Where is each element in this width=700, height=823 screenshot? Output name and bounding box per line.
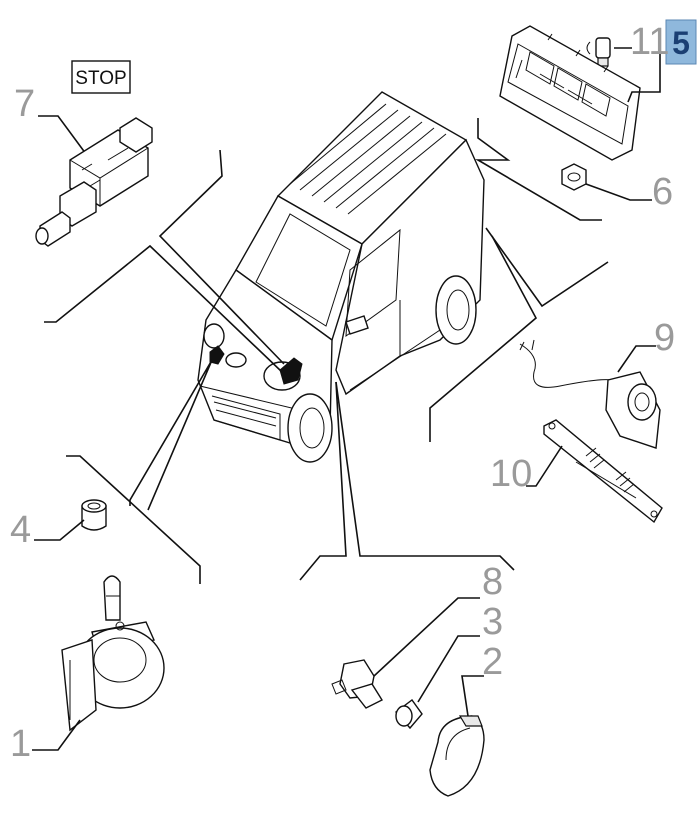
stop-label: STOP xyxy=(75,68,126,89)
callout-8: 8 xyxy=(482,561,503,603)
part-3-bulb xyxy=(394,699,423,730)
part-9-sensor xyxy=(519,339,661,449)
stop-label-box: STOP xyxy=(71,60,131,94)
part-10-bracket xyxy=(543,419,663,524)
part-8-bulb-socket xyxy=(331,659,384,709)
part-11-bulb xyxy=(586,37,611,67)
callout-11: 11 xyxy=(630,21,669,63)
part-7-stop-switch xyxy=(35,117,153,247)
van-illustration xyxy=(197,91,485,463)
page-badge: 5 xyxy=(665,19,697,65)
part-4-bushing xyxy=(81,499,107,531)
callout-3: 3 xyxy=(482,601,503,643)
callout-4: 4 xyxy=(10,509,31,551)
callout-6: 6 xyxy=(652,171,673,213)
callout-1: 1 xyxy=(10,723,31,765)
callout-10: 10 xyxy=(490,453,532,495)
part-5-light-cluster xyxy=(499,25,641,161)
page-badge-label: 5 xyxy=(672,25,690,61)
callout-9: 9 xyxy=(654,317,675,359)
callout-7: 7 xyxy=(14,83,35,125)
callout-2: 2 xyxy=(482,641,503,683)
leader-lines xyxy=(44,118,609,584)
part-1-horn xyxy=(61,575,165,732)
part-2-side-lamp xyxy=(429,715,485,797)
part-6-nut xyxy=(561,163,587,191)
